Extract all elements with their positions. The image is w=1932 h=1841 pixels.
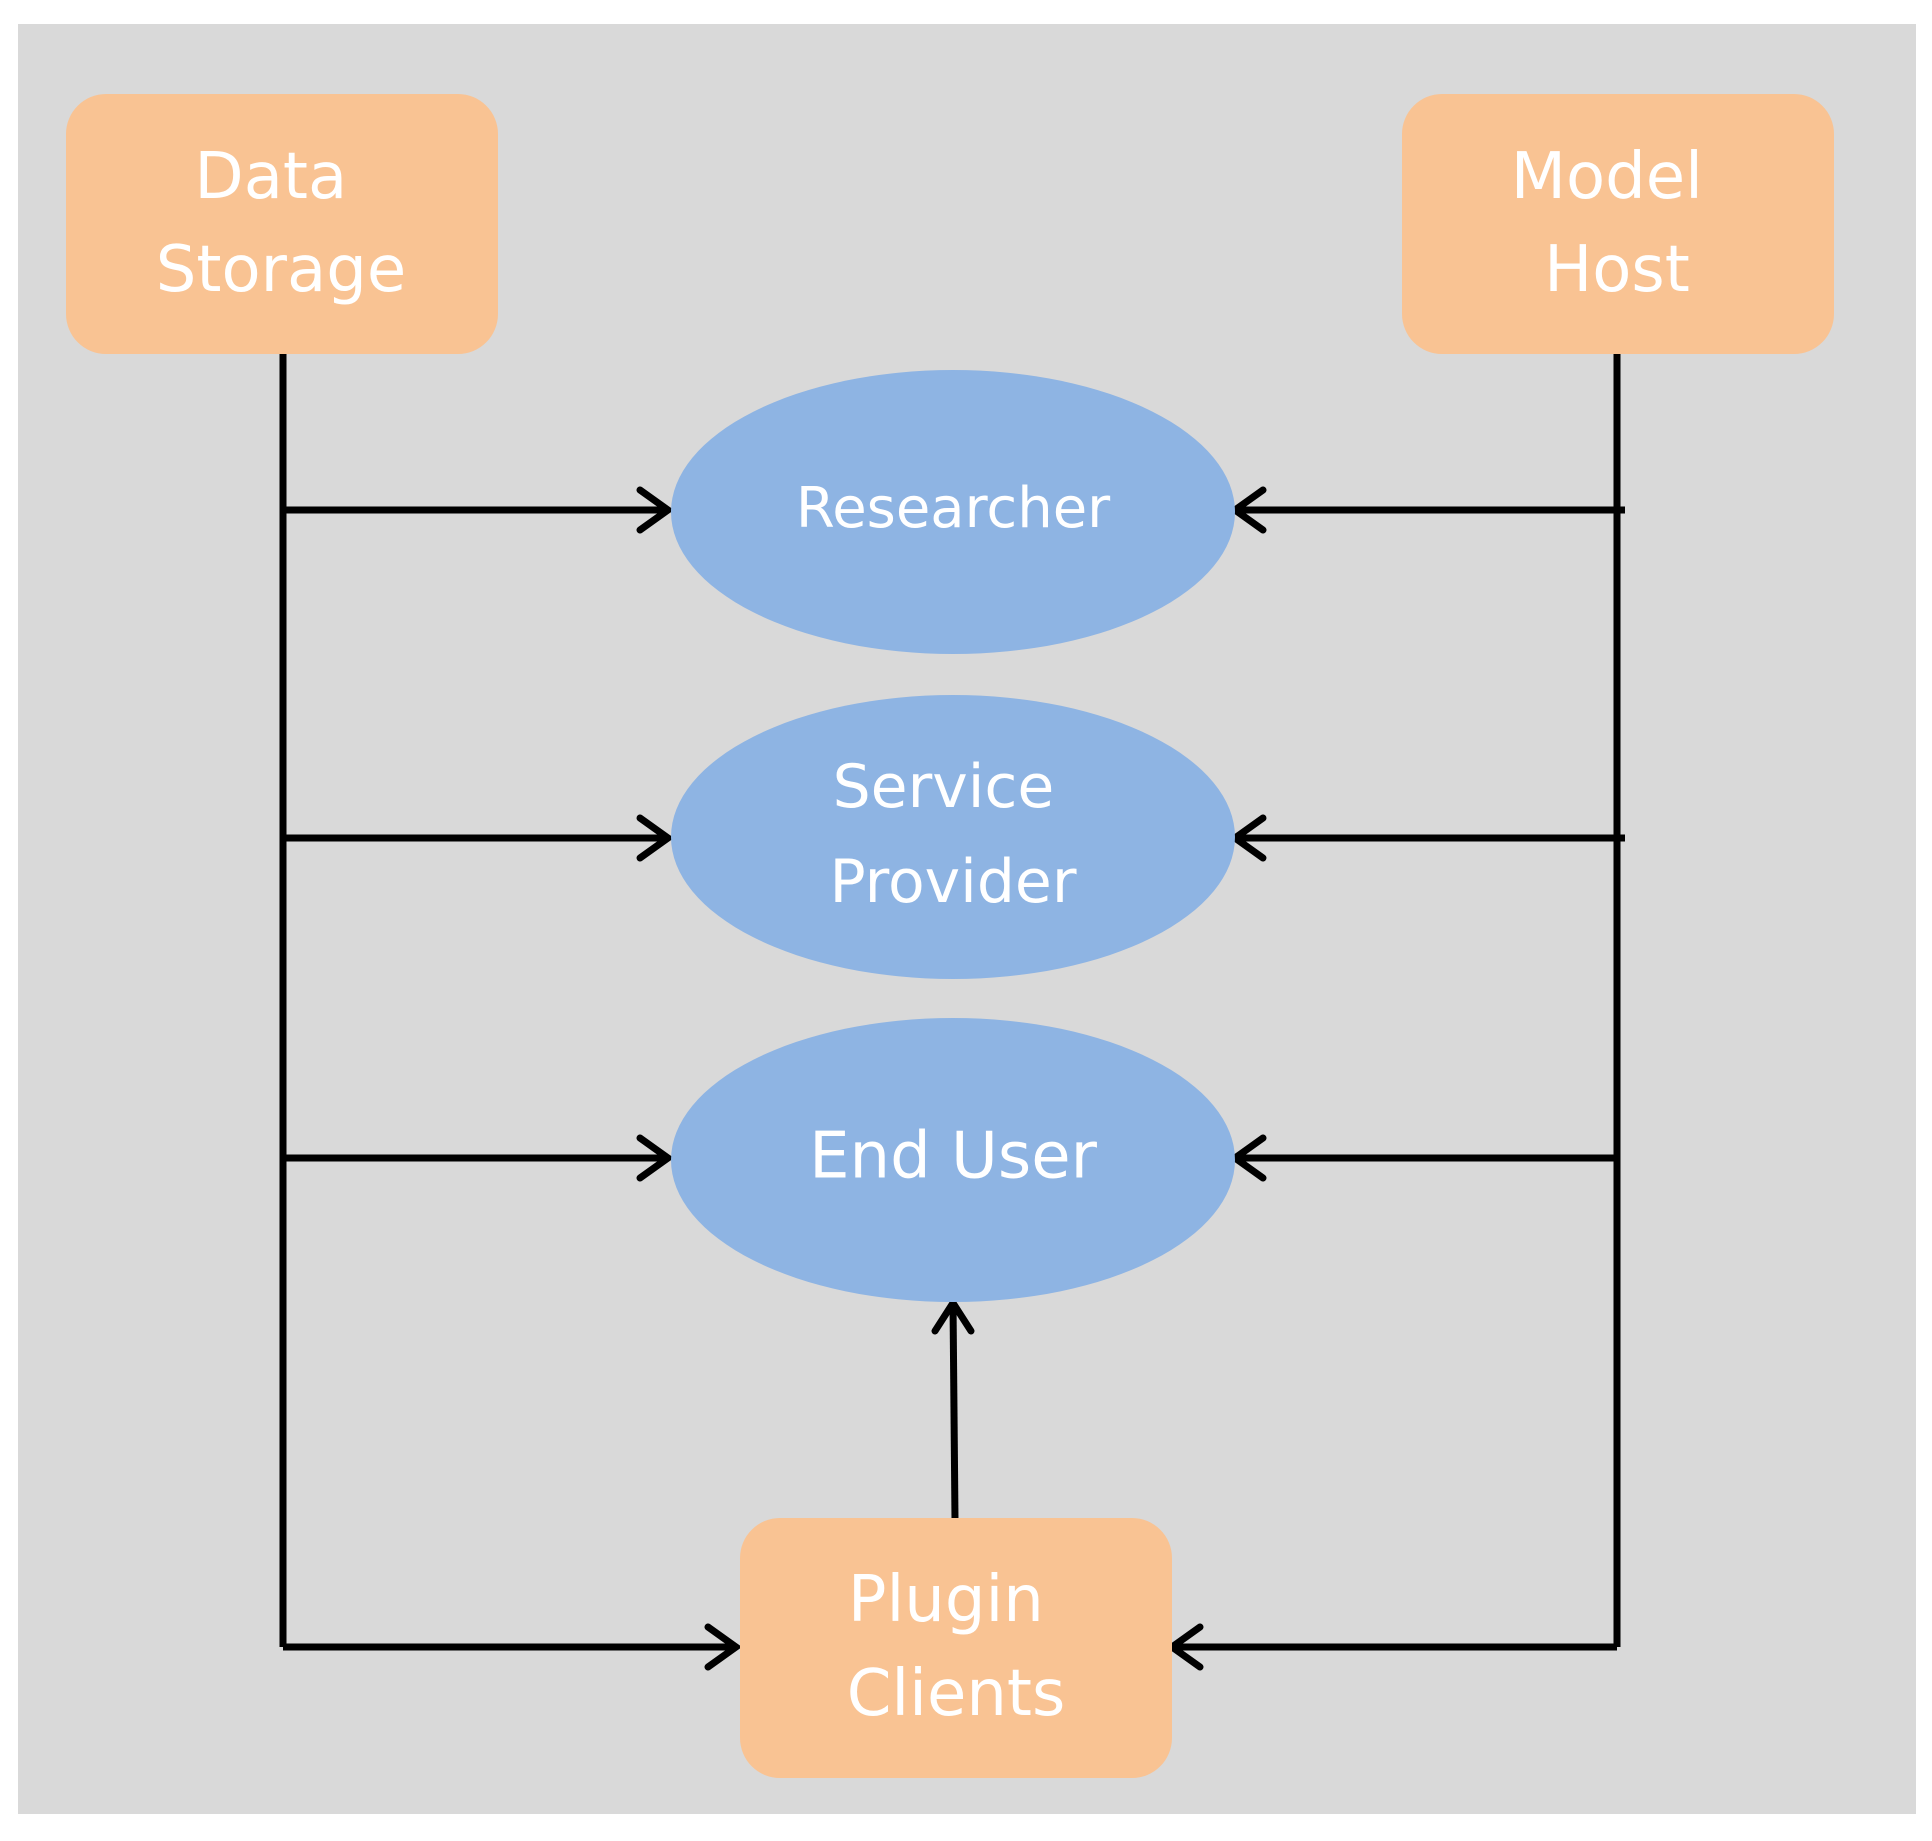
data-storage-label-line-2: Storage [156, 233, 406, 307]
arrowhead-end-user-left [636, 1134, 675, 1182]
node-researcher[interactable]: Researcher [671, 370, 1235, 654]
end-user-ellipse [671, 1018, 1235, 1302]
data-storage-label-line-1: Data [194, 140, 347, 214]
end-user-label: End User [809, 1120, 1098, 1194]
node-end-user[interactable]: End User [671, 1018, 1235, 1302]
plugin-clients-box [740, 1518, 1172, 1778]
researcher-label: Researcher [796, 476, 1111, 541]
edge-plugin-clients-end-user [949, 1302, 959, 1521]
service-provider-label-line-2: Provider [829, 847, 1076, 917]
arrowhead-researcher-left [636, 486, 675, 534]
node-model-host[interactable]: Model Host [1402, 94, 1834, 354]
arrowhead-service-provider-left [636, 814, 675, 862]
service-provider-ellipse [671, 695, 1235, 979]
service-provider-label: Service Provider [829, 752, 1076, 917]
node-service-provider[interactable]: Service Provider [671, 695, 1235, 979]
arrowhead-end-user-right [1228, 1134, 1267, 1182]
plugin-clients-label: Plugin Clients [847, 1563, 1066, 1731]
data-storage-label: Data Storage [156, 140, 406, 307]
data-storage-box [66, 94, 498, 354]
arrowhead-researcher-right [1228, 486, 1267, 534]
arrowhead-service-provider-right [1228, 814, 1267, 862]
connectors [279, 352, 1625, 1671]
model-host-box [1402, 94, 1834, 354]
service-provider-label-line-1: Service [833, 752, 1055, 822]
node-data-storage[interactable]: Data Storage [66, 94, 498, 354]
researcher-ellipse [671, 370, 1235, 654]
plugin-clients-label-line-2: Clients [847, 1657, 1066, 1731]
node-plugin-clients[interactable]: Plugin Clients [740, 1518, 1172, 1778]
arrowhead-plugin-clients-left [704, 1623, 743, 1671]
model-host-label-line-2: Host [1544, 233, 1690, 307]
model-host-label: Model Host [1511, 140, 1724, 307]
model-host-label-line-1: Model [1511, 140, 1703, 214]
plugin-clients-label-line-1: Plugin [848, 1563, 1044, 1637]
arrowhead-end-user-bottom [931, 1296, 975, 1335]
